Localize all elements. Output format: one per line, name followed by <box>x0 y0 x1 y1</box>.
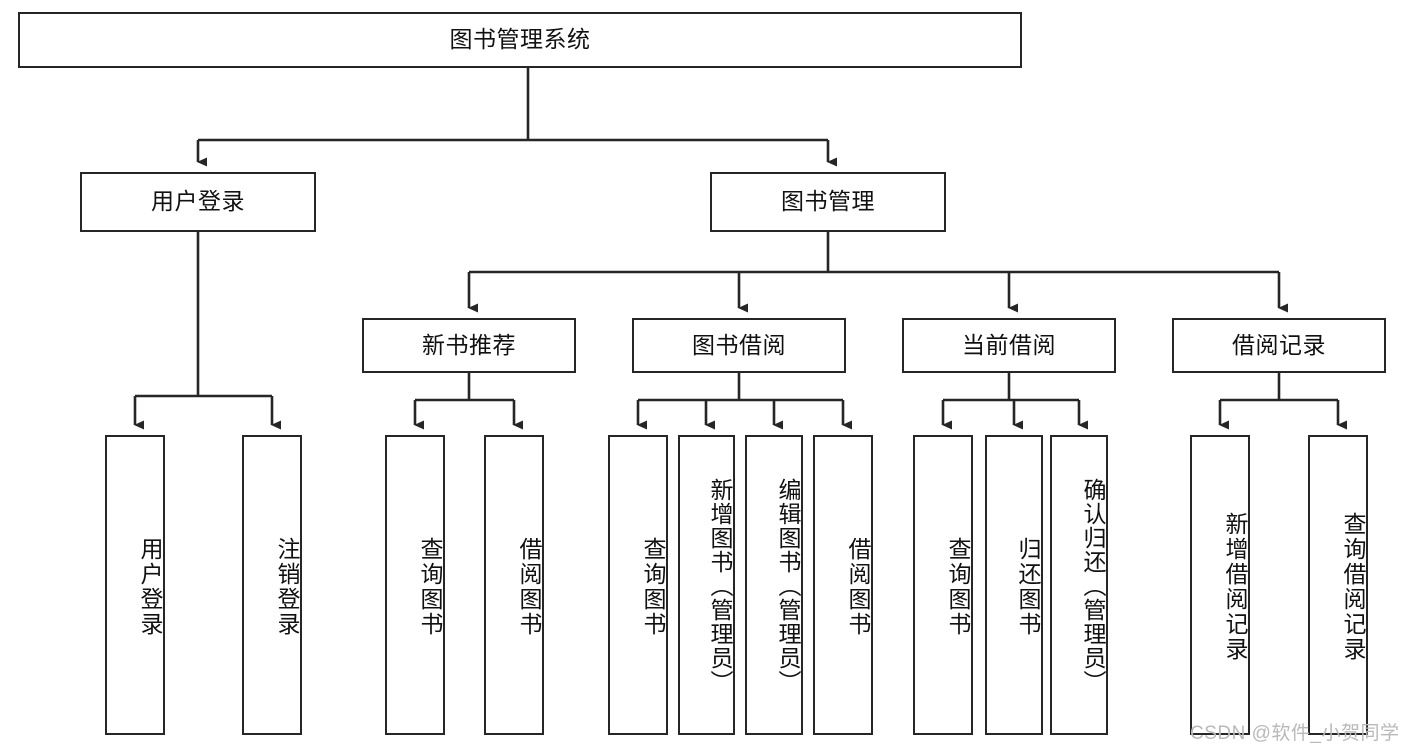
node-label: 新增借阅记录 <box>1222 512 1248 662</box>
node-label: 确认归还（管理员） <box>1080 478 1106 694</box>
node-leaf-confirm-return-admin[interactable]: 确认归还（管理员） <box>1050 435 1108 735</box>
node-book-management-system[interactable]: 图书管理系统 <box>18 12 1022 68</box>
node-leaf-user-login[interactable]: 用户登录 <box>105 435 165 735</box>
csdn-watermark: CSDN @软件_小贺同学 <box>1190 723 1400 744</box>
node-label: 注销登录 <box>274 537 300 637</box>
node-label: 查询图书 <box>640 537 666 637</box>
node-borrow-record[interactable]: 借阅记录 <box>1172 318 1386 373</box>
node-leaf-borrow-book-1[interactable]: 借阅图书 <box>484 435 544 735</box>
node-book-borrow[interactable]: 图书借阅 <box>632 318 846 373</box>
node-label: 用户登录 <box>137 537 163 637</box>
node-label: 用户登录 <box>151 188 245 215</box>
node-leaf-borrow-book-2[interactable]: 借阅图书 <box>813 435 873 735</box>
node-label: 查询借阅记录 <box>1340 512 1366 662</box>
node-leaf-query-borrow-record[interactable]: 查询借阅记录 <box>1308 435 1368 735</box>
node-current-borrow[interactable]: 当前借阅 <box>902 318 1116 373</box>
node-book-manage[interactable]: 图书管理 <box>710 172 946 232</box>
node-label: 查询图书 <box>417 537 443 637</box>
node-label: 编辑图书（管理员） <box>775 478 801 694</box>
node-label: 图书管理系统 <box>449 26 591 53</box>
node-label: 当前借阅 <box>962 331 1056 358</box>
node-leaf-edit-book-admin[interactable]: 编辑图书（管理员） <box>745 435 803 735</box>
node-label: 图书借阅 <box>692 331 786 358</box>
node-label: 新增图书（管理员） <box>707 478 733 694</box>
node-label: 查询图书 <box>945 537 971 637</box>
node-leaf-return-book[interactable]: 归还图书 <box>985 435 1043 735</box>
node-leaf-query-book-1[interactable]: 查询图书 <box>385 435 445 735</box>
node-label: 图书管理 <box>781 188 875 215</box>
node-new-book-recommend[interactable]: 新书推荐 <box>362 318 576 373</box>
node-leaf-query-book-3[interactable]: 查询图书 <box>913 435 973 735</box>
node-label: 新书推荐 <box>422 331 516 358</box>
node-label: 归还图书 <box>1015 537 1041 637</box>
node-label: 借阅记录 <box>1232 331 1326 358</box>
node-label: 借阅图书 <box>845 537 871 637</box>
node-leaf-add-book-admin[interactable]: 新增图书（管理员） <box>678 435 735 735</box>
node-user-login[interactable]: 用户登录 <box>80 172 316 232</box>
node-leaf-logout[interactable]: 注销登录 <box>242 435 302 735</box>
node-leaf-add-borrow-record[interactable]: 新增借阅记录 <box>1190 435 1250 735</box>
node-leaf-query-book-2[interactable]: 查询图书 <box>608 435 668 735</box>
node-label: 借阅图书 <box>516 537 542 637</box>
